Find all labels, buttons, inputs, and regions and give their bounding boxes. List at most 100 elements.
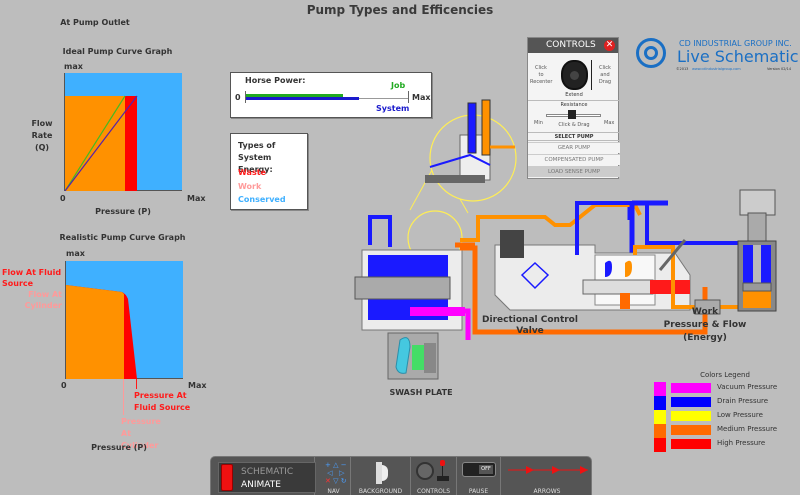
- ideal-graph-svg: [65, 95, 138, 191]
- bottom-toolbar: SCHEMATIC ANIMATE + △ −◁ ▷✕ ▽ ↻ NAV BACK…: [210, 456, 592, 495]
- legend-item: Medium Pressure: [640, 424, 800, 438]
- low-pressure-line: [460, 203, 642, 242]
- ideal-graph-title: Ideal Pump Curve Graph: [62, 47, 173, 56]
- label-line: Pressure & Flow: [663, 320, 747, 330]
- controls-header[interactable]: CONTROLS ✕: [528, 38, 618, 53]
- legend-swatch-small: [654, 424, 666, 438]
- check-valve: [694, 299, 721, 315]
- hp-system-label: System: [376, 104, 410, 113]
- waste-region: [125, 96, 137, 191]
- joystick-knob[interactable]: [570, 71, 579, 80]
- resistance-hint: Click & Drag: [558, 122, 590, 128]
- compensator-spool-orange: [481, 99, 491, 156]
- hint-line: Click: [599, 65, 611, 71]
- legend-swatch: [671, 411, 711, 421]
- nav-label: NAV: [327, 488, 340, 495]
- legend-item: Vacuum Pressure: [640, 382, 800, 396]
- label-line: Directional Control: [482, 315, 578, 325]
- dcv-solenoid: [500, 230, 524, 258]
- toggle-switch-icon[interactable]: [221, 464, 233, 491]
- background-icon: [376, 462, 382, 484]
- pressure-source-tick: [136, 379, 137, 389]
- joystick[interactable]: [561, 60, 588, 90]
- label-line: Valve: [516, 326, 544, 336]
- title-line: Types of: [238, 141, 276, 150]
- pressure-line: [460, 245, 708, 335]
- copyright: ©2013: [676, 67, 689, 71]
- hp-job-bar: [246, 94, 344, 97]
- ideal-pump-graph: [64, 73, 182, 191]
- swash-plate-barrel: [424, 343, 436, 373]
- joystick-icon-stem: [442, 466, 443, 476]
- pause-button[interactable]: OFF PAUSE: [457, 457, 501, 495]
- pump-option-load-sense[interactable]: LOAD SENSE PUMP: [528, 166, 620, 177]
- pressure-at-fluid-source-label: Pressure At Fluid Source: [134, 391, 191, 412]
- hint-line: and: [600, 72, 610, 78]
- pump-option-compensated[interactable]: COMPENSATED PUMP: [528, 154, 620, 165]
- legend-label: High Pressure: [717, 439, 766, 447]
- realistic-graph-xzero: 0: [61, 381, 67, 390]
- unused: [572, 185, 635, 235]
- joystick-icon-base: [437, 476, 449, 481]
- energy-waste: Waste: [238, 168, 266, 177]
- hp-system-bar: [246, 97, 360, 100]
- horse-power-label: Horse Power:: [245, 76, 306, 85]
- pump-outlet-heading: At Pump Outlet: [60, 18, 130, 27]
- cylinder-rod: [747, 212, 767, 244]
- work-energy-label: Work Pressure & Flow (Energy): [660, 306, 750, 345]
- company-logo-icon: [636, 38, 666, 68]
- label-line: (Energy): [683, 333, 727, 343]
- legend-label: Drain Pressure: [717, 397, 769, 405]
- mode-schematic[interactable]: SCHEMATIC: [241, 467, 294, 477]
- dcv-port: [620, 293, 630, 309]
- legend-label: Medium Pressure: [717, 425, 778, 433]
- legend-swatch-small: [654, 382, 666, 396]
- website-link[interactable]: www.cdindustrialgroup.com: [692, 67, 741, 71]
- job-line: [65, 95, 126, 191]
- controls-panel: CONTROLS ✕ Click to Recenter Click and D…: [527, 37, 620, 179]
- controls-button[interactable]: CONTROLS: [411, 457, 457, 495]
- ideal-graph-ymax: max: [64, 62, 83, 71]
- background-label: BACKGROUND: [358, 488, 403, 495]
- background-button[interactable]: BACKGROUND: [351, 457, 411, 495]
- nav-button[interactable]: + △ −◁ ▷✕ ▽ ↻ NAV: [317, 457, 351, 495]
- company-name: CD INDUSTRIAL GROUP INC.: [679, 39, 792, 48]
- version: Version 02/14: [767, 67, 792, 71]
- energy-types-panel: Types of System Energy: Waste Work Conse…: [230, 133, 308, 210]
- resistance-min: Min: [534, 120, 543, 126]
- pause-switch-icon[interactable]: OFF: [462, 462, 496, 477]
- pressure-cylinder-tick: [123, 379, 124, 415]
- close-icon[interactable]: ✕: [604, 40, 615, 51]
- hp-min-label: 0: [235, 93, 241, 102]
- manual-lever[interactable]: [658, 239, 687, 271]
- pump-option-gear[interactable]: GEAR PUMP: [528, 142, 620, 153]
- colors-legend-title: Colors Legend: [700, 371, 750, 379]
- mode-toggle[interactable]: SCHEMATIC ANIMATE: [211, 457, 316, 495]
- legend-swatch-small: [654, 410, 666, 424]
- controls-label: CONTROLS: [416, 488, 451, 495]
- legend-item: High Pressure: [640, 438, 800, 452]
- divider: [528, 100, 620, 101]
- resistance-slider-handle[interactable]: [568, 110, 576, 119]
- legend-swatch: [671, 397, 711, 407]
- cylinder-cap: [739, 189, 776, 216]
- work-region: [66, 285, 124, 379]
- horse-power-panel: Horse Power: 0 Max Job System: [230, 72, 432, 118]
- drain-line-to-cylinder: [575, 201, 745, 255]
- legend-item: Low Pressure: [640, 410, 800, 424]
- pause-state: OFF: [479, 465, 493, 474]
- swash-plate-label: SWASH PLATE: [389, 388, 453, 397]
- arrows-button[interactable]: ARROWS: [501, 457, 593, 495]
- cylinder-cap-side: [743, 291, 771, 308]
- pilot-line: [429, 153, 491, 168]
- mode-animate[interactable]: ANIMATE: [241, 480, 281, 490]
- label-line: Work: [691, 307, 719, 317]
- hp-axis-start: [245, 91, 246, 103]
- swash-plate-pistons: [412, 345, 424, 370]
- dcv-high-pressure: [650, 280, 690, 294]
- realistic-graph-title: Realistic Pump Curve Graph: [59, 233, 186, 242]
- unused: [668, 203, 745, 243]
- dcv-drain-port: [605, 260, 612, 277]
